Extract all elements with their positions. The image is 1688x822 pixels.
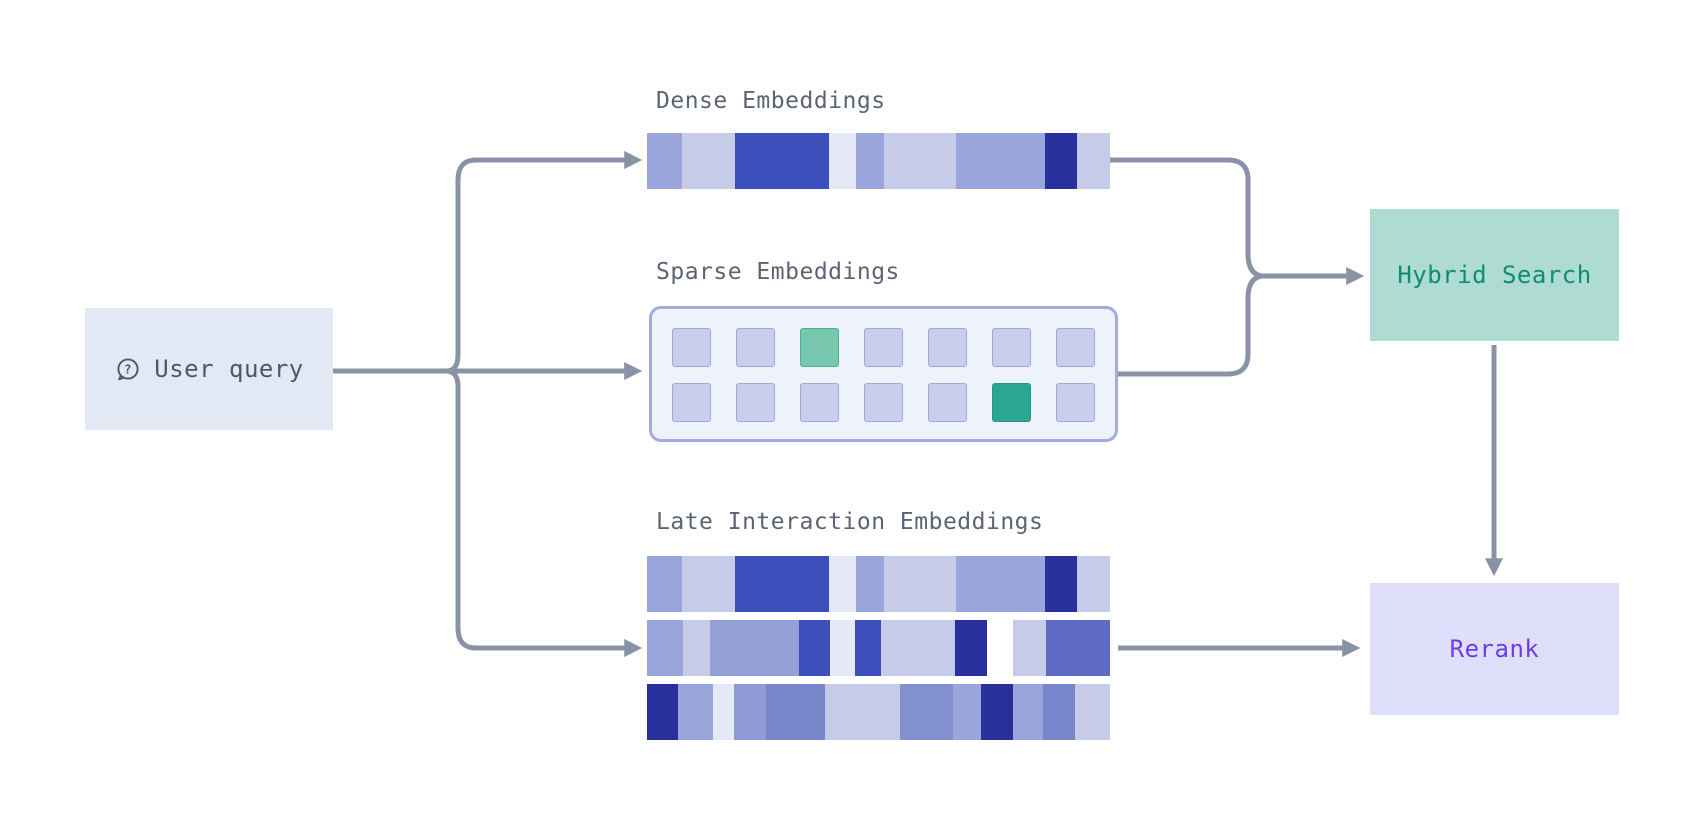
bar-segment — [647, 556, 682, 612]
dense-embeddings-label: Dense Embeddings — [656, 88, 886, 114]
connector-dense-to-merge — [1110, 157, 1263, 279]
hybrid-search-label: Hybrid Search — [1397, 261, 1592, 289]
bar-segment — [1077, 133, 1110, 189]
sparse-embedding-grid — [649, 306, 1118, 442]
sparse-cell — [672, 328, 711, 367]
bar-segment — [981, 684, 1013, 740]
bar-segment — [682, 556, 735, 612]
sparse-cell — [928, 328, 967, 367]
bar-segment — [1045, 133, 1077, 189]
bar-segment — [799, 620, 830, 676]
sparse-cell — [1056, 383, 1095, 422]
bar-segment — [956, 556, 1045, 612]
sparse-cell — [736, 383, 775, 422]
sparse-cell — [1056, 328, 1095, 367]
late-interaction-embeddings-label: Late Interaction Embeddings — [656, 509, 1044, 535]
bar-segment — [987, 620, 1013, 676]
bar-segment — [647, 620, 683, 676]
sparse-cell — [992, 328, 1031, 367]
connector-user-to-dense — [445, 151, 643, 374]
connector-sparse-to-merge — [1118, 273, 1263, 377]
bar-segment — [683, 620, 710, 676]
rerank-label: Rerank — [1449, 635, 1540, 663]
sparse-cell — [736, 328, 775, 367]
sparse-cell — [672, 383, 711, 422]
bar-segment — [1077, 556, 1110, 612]
bar-segment — [1043, 684, 1075, 740]
bar-segment — [647, 684, 678, 740]
svg-text:?: ? — [124, 361, 132, 376]
bar-segment — [647, 133, 682, 189]
bar-segment — [856, 133, 884, 189]
bar-segment — [678, 684, 713, 740]
bar-segment — [830, 620, 855, 676]
bar-segment — [1045, 556, 1077, 612]
bar-segment — [829, 556, 856, 612]
rerank-node: Rerank — [1370, 583, 1619, 715]
bar-segment — [956, 133, 1045, 189]
dense-embedding-bar — [647, 133, 1110, 189]
bar-segment — [884, 556, 956, 612]
sparse-cell — [864, 383, 903, 422]
bar-segment — [829, 133, 856, 189]
sparse-cell — [800, 383, 839, 422]
sparse-embeddings-label: Sparse Embeddings — [656, 259, 900, 285]
late-interaction-bar-2 — [647, 620, 1110, 676]
bar-segment — [735, 133, 829, 189]
sparse-cell-active — [992, 383, 1031, 422]
user-query-node: ? User query — [85, 308, 333, 430]
late-interaction-bar-1 — [647, 556, 1110, 612]
bar-segment — [1013, 620, 1046, 676]
late-interaction-bar-3 — [647, 684, 1110, 740]
bar-segment — [766, 684, 825, 740]
bar-segment — [1046, 620, 1110, 676]
question-bubble-icon: ? — [117, 357, 139, 380]
bar-segment — [856, 556, 884, 612]
sparse-cell-active — [800, 328, 839, 367]
bar-segment — [825, 684, 900, 740]
bar-segment — [710, 620, 799, 676]
bar-segment — [1013, 684, 1043, 740]
bar-segment — [682, 133, 735, 189]
bar-segment — [713, 684, 734, 740]
bar-segment — [881, 620, 955, 676]
bar-segment — [734, 684, 766, 740]
bar-segment — [955, 620, 987, 676]
bar-segment — [855, 620, 881, 676]
bar-segment — [1075, 684, 1110, 740]
connector-user-to-late — [445, 368, 643, 657]
sparse-cell — [928, 383, 967, 422]
hybrid-search-node: Hybrid Search — [1370, 209, 1619, 341]
bar-segment — [900, 684, 953, 740]
bar-segment — [884, 133, 956, 189]
bar-segment — [953, 684, 981, 740]
user-query-label: User query — [154, 355, 304, 383]
sparse-cell — [864, 328, 903, 367]
bar-segment — [735, 556, 829, 612]
